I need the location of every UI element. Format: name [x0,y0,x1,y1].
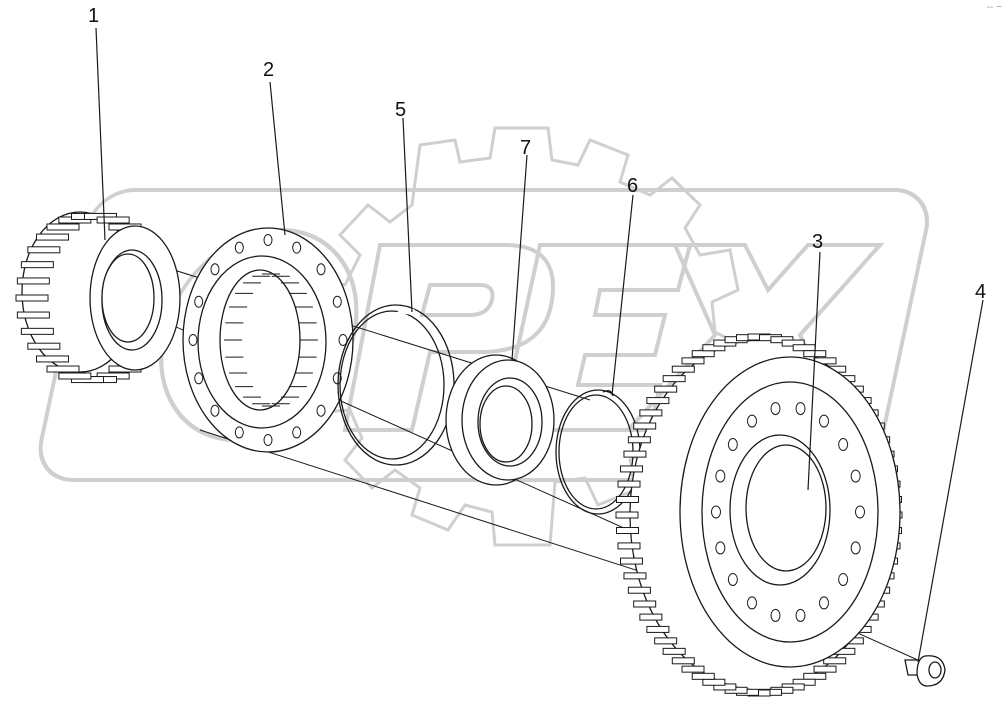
bolt-hole [715,541,726,555]
bolt-hole [838,438,849,452]
bolt-hole [210,404,220,417]
bolt-hole [850,541,861,555]
bolt-hole [332,295,342,308]
gear-tooth [36,233,70,241]
bolt-hole [727,572,738,586]
bolt-hole [332,372,342,385]
gear-tooth [662,647,686,655]
gear-tooth [823,657,847,665]
gear-tooth [646,397,670,405]
bolt-hole [819,414,829,428]
callout-7: 7 [520,137,532,159]
gear-tooth [36,355,70,363]
gear-tooth [16,277,50,285]
gear-tooth [617,542,641,550]
gear-tooth [623,572,647,580]
gear-tooth [20,327,54,335]
bolt-hole [210,263,220,276]
callout-6: 6 [627,175,639,197]
callout-1: 1 [88,5,100,27]
part-3-large-gear [615,333,903,697]
gear-tooth [803,672,827,680]
bolt-hole [838,572,849,586]
bolt-hole [770,608,781,622]
gear-tooth [633,422,657,430]
bolt-hole [292,241,302,254]
part-2-flange [182,227,354,453]
gear-tooth [646,625,670,633]
gear-tooth [15,294,49,302]
gear-tooth [691,350,715,358]
bolt-hole [263,434,273,446]
corner-mark: -- ~ [986,2,1002,13]
gear-tooth [615,511,639,519]
bolt-hole [234,241,244,254]
bolt-hole [850,469,861,483]
gear-tooth [639,409,663,417]
gear-tooth [702,678,726,686]
bolt-hole [819,596,829,610]
bolt-hole [292,426,302,439]
gear-tooth [619,465,643,473]
gear-tooth [627,436,651,444]
gear-tooth [681,665,705,673]
bolt-hole [711,505,721,519]
callout-3: 3 [812,231,824,253]
gear-tooth [654,637,678,645]
gear-tooth [639,613,663,621]
gear-tooth [616,495,640,503]
gear-tooth [617,480,641,488]
gear-tooth [671,657,695,665]
bolt-hole [194,372,204,385]
bolt-hole [338,334,348,346]
bolt-hole [316,404,326,417]
gear-tooth [627,586,651,594]
part-7-bearing [445,354,555,486]
bolt-hole [234,426,244,439]
bolt-hole [316,263,326,276]
gear-tooth [27,246,61,254]
gear-tooth [616,527,640,535]
gear-tooth [691,672,715,680]
gear-tooth [662,375,686,383]
bolt-hole [795,608,806,622]
bolt-hole [770,402,781,416]
gear-tooth [619,557,643,565]
part-4-bolt [904,655,946,687]
gear-tooth [633,600,657,608]
gear-tooth [792,344,816,352]
callout-2: 2 [263,59,275,81]
bolt-hole [188,334,198,346]
bolt-hole [194,295,204,308]
gear-tooth [681,357,705,365]
bolt-hole [747,414,757,428]
gear-tooth [46,223,80,231]
gear-tooth [623,450,647,458]
gear-tooth [20,261,54,269]
bolt-hole [727,438,738,452]
callout-leaders [95,27,984,663]
gear-tooth [96,216,130,224]
callout-4: 4 [975,281,987,303]
part-1-spline-gear [15,211,181,384]
gear-tooth [46,365,80,373]
gear-tooth [654,385,678,393]
bolt-hole [855,505,865,519]
gear-tooth [27,342,61,350]
bolt-hole [263,234,273,246]
bolt-hole [795,402,806,416]
gear-tooth [671,365,695,373]
bolt-hole [715,469,726,483]
part-3-bolt-holes [711,402,865,622]
callout-5: 5 [395,99,407,121]
gear-tooth [58,372,92,380]
part-2-bolt-holes [188,234,348,446]
gear-tooth [813,665,837,673]
bolt-hole [747,596,757,610]
gear-tooth [16,311,50,319]
part-2-internal-splines [224,273,318,407]
